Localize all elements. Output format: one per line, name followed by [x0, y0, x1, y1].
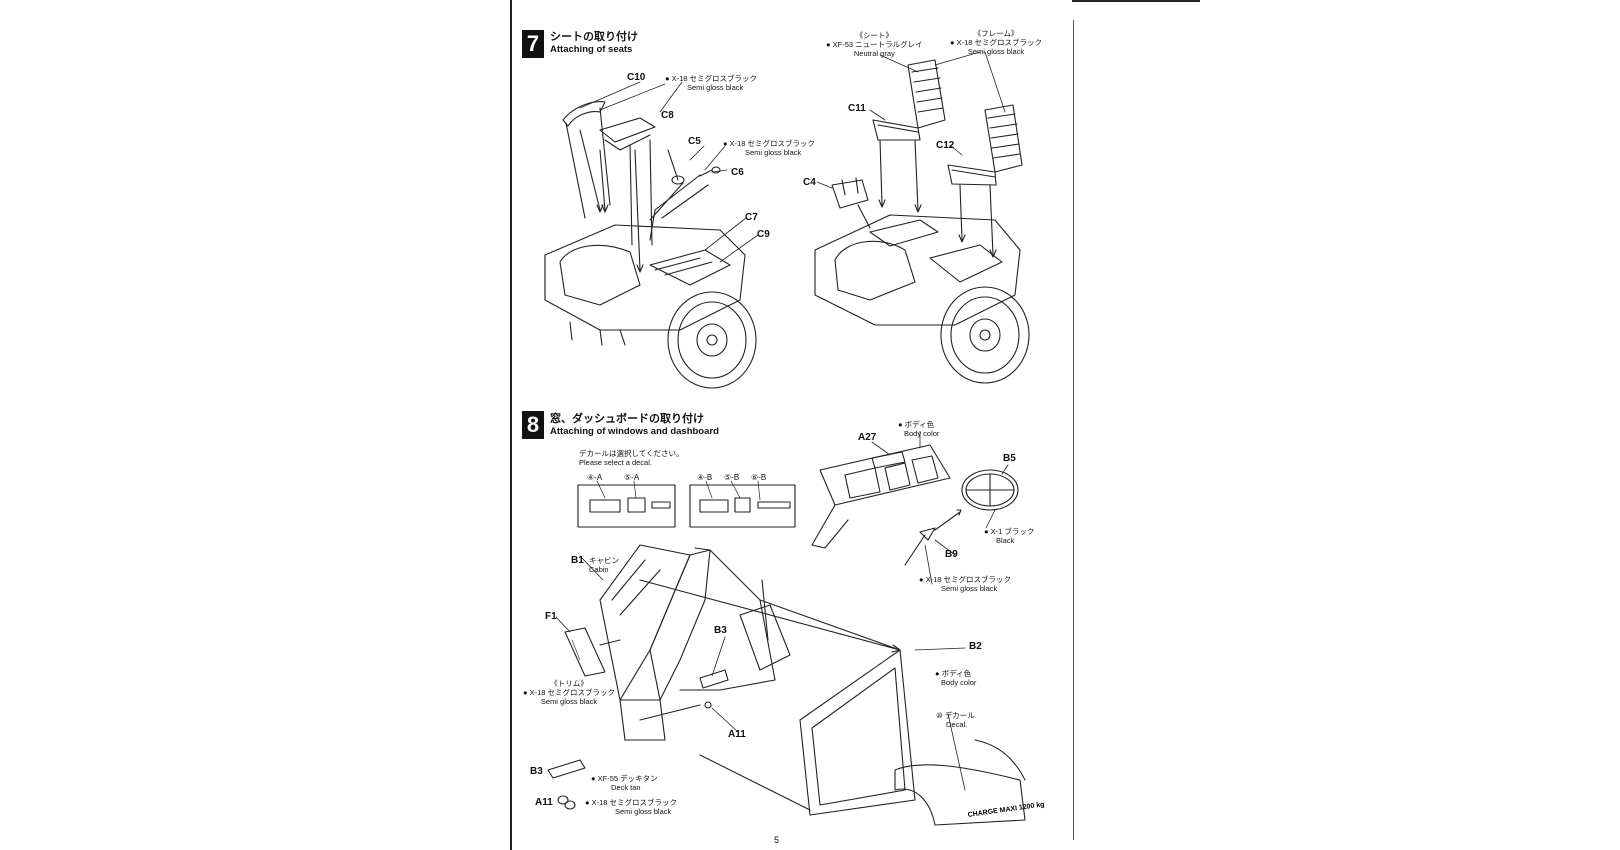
note-trim-paint: 《トリム》 ● X-18 セミグロスブラック Semi gloss black — [523, 679, 616, 706]
part-label-c9: C9 — [757, 229, 770, 240]
step7-number-badge: 7 — [522, 30, 544, 58]
step8-number-badge: 8 — [522, 411, 544, 439]
next-page-edge — [1073, 20, 1086, 840]
part-label-b3-detail: B3 — [530, 766, 543, 777]
part-label-c8: C8 — [661, 110, 674, 121]
part-label-c7: C7 — [745, 212, 758, 223]
decal-select-prompt: デカールは選択してください。 Please select a decal. — [579, 449, 684, 467]
part-label-c6: C6 — [731, 167, 744, 178]
part-label-a11-detail: A11 — [535, 797, 553, 808]
decal-b-5: ⑤-B — [724, 473, 740, 482]
step7-title-en: Attaching of seats — [550, 44, 633, 55]
note-a11-paint: ● X-18 セミグロスブラック Semi gloss black — [585, 798, 678, 816]
note-b1-cabin: キャビン Cabin — [589, 556, 619, 574]
note-frame-paint: 《フレーム》 ● X-18 セミグロスブラック Semi gloss black — [950, 29, 1043, 56]
decal-a-4: ④-A — [587, 473, 603, 482]
part-label-b9: B9 — [945, 549, 958, 560]
note-decal-10: ⑩ デカール Decal. — [936, 711, 975, 729]
note-bullet: ● — [665, 74, 672, 83]
note-b5-black: ● X-1 ブラック Black — [984, 527, 1035, 545]
part-label-b5: B5 — [1003, 453, 1016, 464]
part-label-a11: A11 — [728, 729, 746, 740]
part-label-c10: C10 — [627, 72, 646, 83]
note-x18-c10-c8: ● X-18 セミグロスブラック Semi gloss black — [665, 74, 758, 92]
instruction-page — [510, 0, 1072, 850]
note-b9-paint: ● X-18 セミグロスブラック Semi gloss black — [919, 575, 1012, 593]
step8-title-en: Attaching of windows and dashboard — [550, 426, 719, 437]
note-b2-body-color: ● ボディ色 Body color — [935, 669, 977, 687]
part-label-b1: B1 — [571, 555, 584, 566]
note-seat-paint: 《シート》 ● XF-53 ニュートラルグレイ Neutral gray — [826, 31, 923, 58]
part-label-b3: B3 — [714, 625, 727, 636]
part-label-a27: A27 — [858, 432, 877, 443]
part-label-c11: C11 — [848, 103, 866, 114]
step8-title-jp: 窓、ダッシュボードの取り付け — [550, 413, 704, 425]
page-number: 5 — [774, 835, 780, 845]
part-label-f1: F1 — [545, 611, 557, 622]
part-label-b2: B2 — [969, 641, 982, 652]
note-x18-c5-c6: ● X-18 セミグロスブラック Semi gloss black — [723, 139, 816, 157]
decal-b-4: ④-B — [697, 473, 713, 482]
part-label-c5: C5 — [688, 136, 701, 147]
decal-b-6: ⑥-B — [751, 473, 767, 482]
part-label-c12: C12 — [936, 140, 955, 151]
note-a27-body-color: ● ボディ色 Body color — [898, 420, 940, 438]
decal-a-5: ⑤-A — [624, 473, 640, 482]
part-label-c4: C4 — [803, 177, 816, 188]
note-b3-deck-tan: ● XF-55 デッキタン Deck tan — [591, 774, 658, 792]
step7-title-jp: シートの取り付け — [550, 31, 638, 43]
